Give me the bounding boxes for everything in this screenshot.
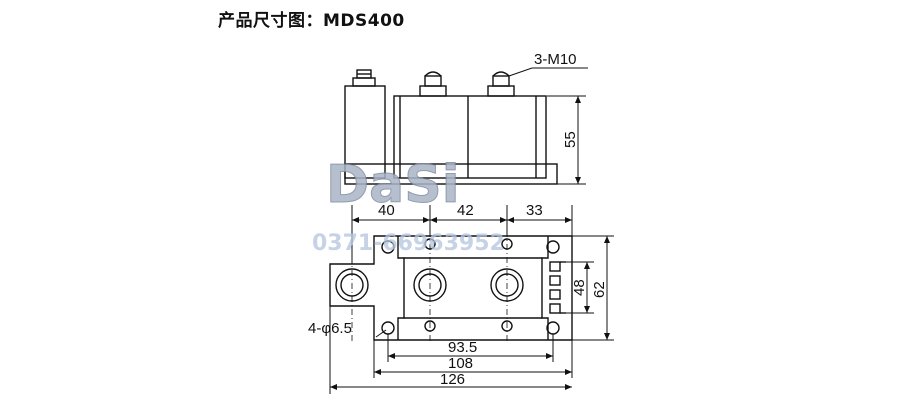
side-bolt-2 bbox=[419, 71, 447, 97]
centerlines bbox=[351, 205, 508, 344]
control-connector bbox=[549, 261, 566, 314]
bolts-leader-line bbox=[508, 67, 533, 77]
pitch-left-label: 40 bbox=[378, 202, 395, 219]
span-108-label: 108 bbox=[448, 355, 473, 372]
side-bolt-3 bbox=[487, 71, 515, 97]
mount-hole-1 bbox=[381, 240, 395, 254]
side-bolt-1 bbox=[352, 69, 376, 87]
mount-hole-4 bbox=[546, 321, 560, 335]
pitch-mid-label: 42 bbox=[457, 202, 474, 219]
side-base-plate bbox=[344, 163, 558, 185]
side-view bbox=[344, 69, 558, 185]
bolts-spec-label: 3-M10 bbox=[534, 51, 577, 68]
top-outline bbox=[329, 235, 573, 341]
page-title: 产品尺寸图：MDS400 bbox=[218, 11, 405, 31]
height-label: 55 bbox=[562, 131, 579, 148]
span-126-label: 126 bbox=[440, 371, 465, 388]
mount-hole-3 bbox=[546, 240, 560, 254]
watermark: DaSi 0371-66963952 bbox=[312, 155, 505, 257]
side-main-body bbox=[393, 95, 547, 179]
holes-leader-line bbox=[375, 329, 387, 338]
span-93-5-label: 93.5 bbox=[448, 339, 477, 356]
watermark-brand: DaSi bbox=[326, 155, 460, 215]
mount-hole-2 bbox=[381, 321, 395, 335]
height-48-label: 48 bbox=[571, 279, 588, 296]
height-62-label: 62 bbox=[591, 281, 608, 298]
watermark-phone: 0371-66963952 bbox=[312, 231, 505, 256]
pitch-right-label: 33 bbox=[526, 202, 543, 219]
